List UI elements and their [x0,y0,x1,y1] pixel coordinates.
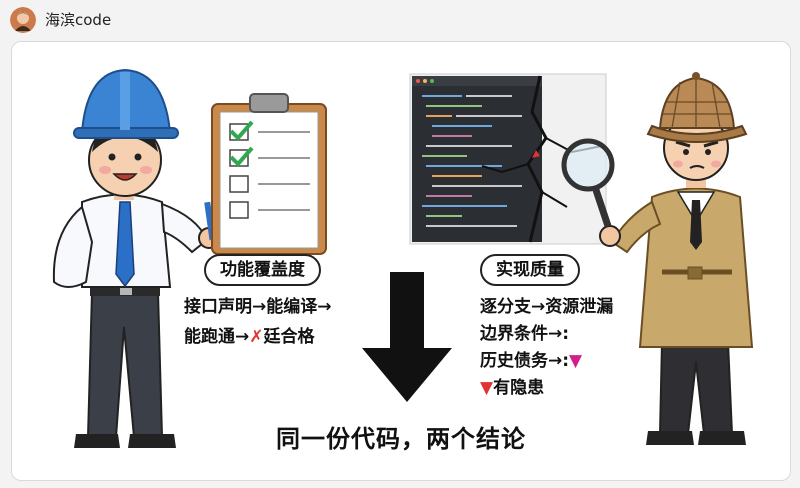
right-note-line-3: 历史债务→:▼ [480,348,582,374]
magnifier-icon [561,138,615,192]
illustration [52,68,754,448]
left-note-line-2-prefix: 能跑通→ [184,327,250,347]
down-triangle-icon: ▼ [480,378,494,398]
checklist-clipboard-icon [211,93,327,255]
left-note-line-1: 接口声明→能编译→ [184,297,332,317]
top-bar: 海滨code [0,0,800,40]
cracked-code-panel [409,73,607,245]
user-avatar[interactable] [10,7,36,33]
function-coverage-badge: 功能覆盖度 [204,254,321,286]
left-note-line-2-suffix: 廷合格 [263,327,315,347]
right-note-line-4-text: 有隐患 [493,378,545,398]
right-note-line-1: 逐分支→资源泄漏 [480,297,614,317]
post-image-card: 功能覆盖度 接口声明→能编译→ 能跑通→✗廷合格 实现质量 逐分支→资源泄漏 边… [11,41,791,481]
username[interactable]: 海滨code [45,11,112,29]
right-note-line-4: ▼有隐患 [480,375,544,401]
left-note-line-2: 能跑通→✗廷合格 [184,324,315,350]
cross-mark-icon: ✗ [249,327,264,347]
conclusion-text: 同一份代码，两个结论 [276,425,526,453]
right-note-line-2: 边界条件→: [480,324,570,344]
detective-figure [561,72,754,445]
engineer-figure [52,68,220,448]
right-note-line-3-text: 历史债务→: [480,351,570,371]
implementation-quality-badge: 实现质量 [480,254,580,286]
down-arrow-icon [362,272,452,402]
down-triangle-icon: ▼ [569,351,583,371]
